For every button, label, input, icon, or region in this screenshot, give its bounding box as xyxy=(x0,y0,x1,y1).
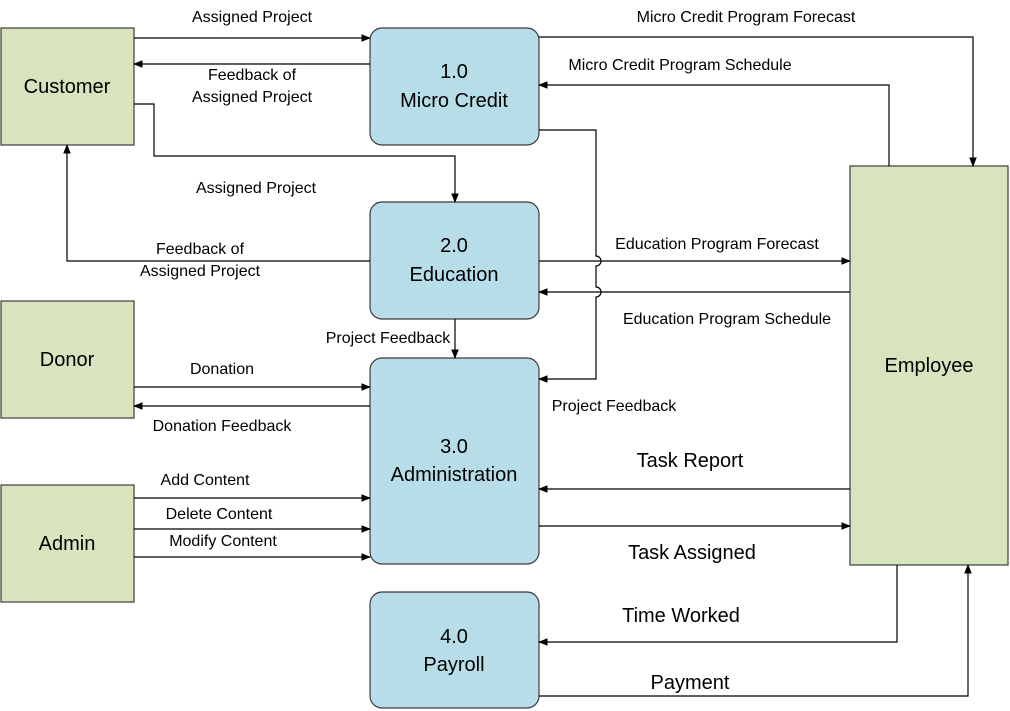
flow-payment xyxy=(539,564,972,697)
flow-payment-label: Payment xyxy=(651,672,730,694)
entity-employee: Employee xyxy=(849,165,1009,566)
flow-feedback-1-line2: Assigned Project xyxy=(192,89,313,106)
flow-add-content-label: Add Content xyxy=(161,472,251,489)
flow-feedback-2-line2: Assigned Project xyxy=(140,263,261,280)
flow-feedback-2 xyxy=(63,144,370,262)
entity-donor-label: Donor xyxy=(40,349,95,371)
entity-admin: Admin xyxy=(0,484,135,603)
process-micro-credit: 1.0 Micro Credit xyxy=(369,27,540,146)
flow-donation-label: Donation xyxy=(190,361,254,378)
process-payroll-name: Payroll xyxy=(423,654,484,676)
flow-feedback-1-line1: Feedback of xyxy=(208,67,297,84)
flow-mc-schedule xyxy=(538,81,890,166)
process-payroll-number: 4.0 xyxy=(440,626,468,648)
flow-edu-schedule-label: Education Program Schedule xyxy=(623,311,831,328)
entity-employee-label: Employee xyxy=(885,355,974,377)
flow-assigned-project-2 xyxy=(134,103,459,203)
flow-modify-content-label: Modify Content xyxy=(169,533,277,550)
flow-project-feedback-2 xyxy=(538,129,602,383)
flow-mc-forecast xyxy=(539,36,977,167)
flow-edu-forecast-label: Education Program Forecast xyxy=(615,236,819,253)
process-micro-credit-number: 1.0 xyxy=(440,61,468,83)
process-education: 2.0 Education xyxy=(369,201,540,320)
entity-customer-label: Customer xyxy=(24,76,111,98)
flow-feedback-2-line1: Feedback of xyxy=(156,241,245,258)
process-micro-credit-name: Micro Credit xyxy=(400,90,508,112)
entity-donor: Donor xyxy=(0,300,135,419)
process-education-number: 2.0 xyxy=(440,235,468,257)
entity-admin-label: Admin xyxy=(39,533,96,555)
flow-project-feedback-2-label: Project Feedback xyxy=(552,398,678,415)
flow-delete-content-label: Delete Content xyxy=(166,506,273,523)
flow-assigned-project-2-label: Assigned Project xyxy=(196,180,317,197)
flow-time-worked xyxy=(538,565,898,646)
process-education-name: Education xyxy=(410,264,499,286)
process-administration: 3.0 Administration xyxy=(369,357,540,565)
entity-customer: Customer xyxy=(0,27,135,146)
process-administration-number: 3.0 xyxy=(440,436,468,458)
flow-mc-forecast-label: Micro Credit Program Forecast xyxy=(637,9,856,26)
flow-task-report-label: Task Report xyxy=(637,450,744,472)
process-administration-name: Administration xyxy=(391,464,518,486)
flow-assigned-project-1-label: Assigned Project xyxy=(192,9,313,26)
flow-mc-schedule-label: Micro Credit Program Schedule xyxy=(568,57,791,74)
flow-donation-feedback-label: Donation Feedback xyxy=(153,418,293,435)
process-payroll: 4.0 Payroll xyxy=(369,591,540,709)
flow-project-feedback-1-label: Project Feedback xyxy=(326,330,452,347)
flow-time-worked-label: Time Worked xyxy=(622,605,740,627)
flow-task-assigned-label: Task Assigned xyxy=(628,542,756,564)
